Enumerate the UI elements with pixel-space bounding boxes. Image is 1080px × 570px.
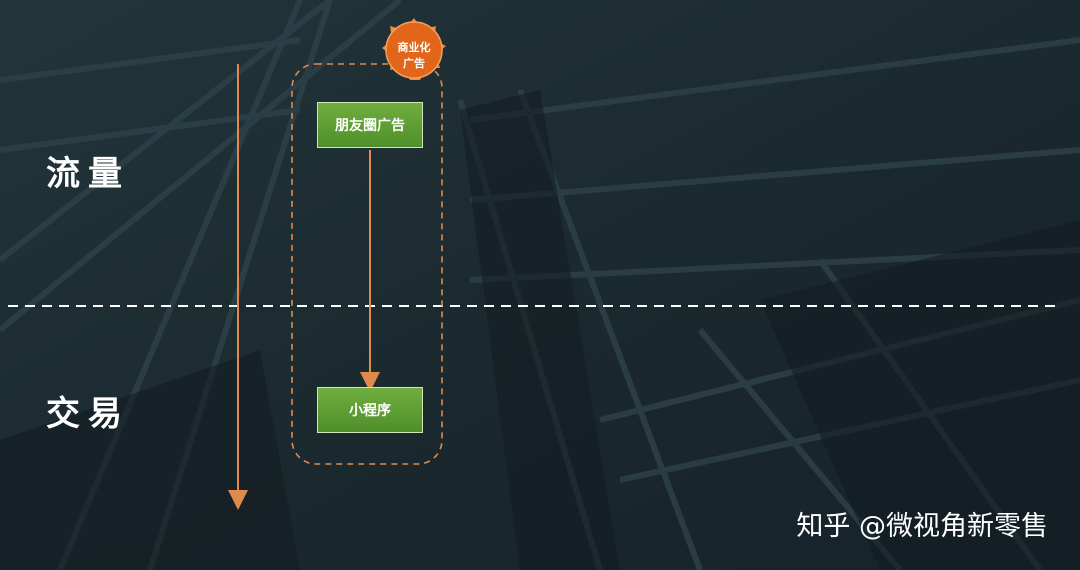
badge-label: 商业化 广告 [384,36,444,76]
transaction-label: 交易 [46,394,130,434]
traffic-label: 流量 [46,154,130,194]
commercial-ad-badge [382,18,446,80]
badge-label-line2: 广告 [403,57,425,70]
badge-label-line1: 商业化 [397,41,431,54]
moments-ad-node: 朋友圈广告 [317,102,423,148]
building-shadow-decoration [0,90,1080,570]
source-watermark: 知乎 @微视角新零售 [796,511,1048,542]
mini-program-node: 小程序 [317,387,423,433]
